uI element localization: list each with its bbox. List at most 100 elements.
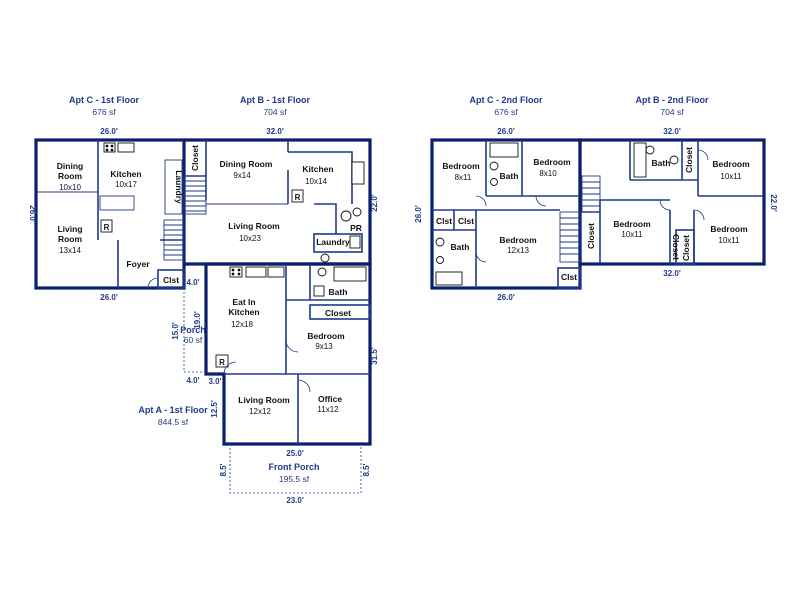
- apt-c-2nd-interior: [432, 140, 601, 289]
- a-closet-box: [309, 304, 371, 320]
- b2-closet-4-label: Closet: [681, 235, 691, 261]
- b2-bedroom-1-label: Bedroom: [712, 159, 750, 169]
- c2-stairs: [559, 211, 581, 263]
- c2-closet-3-label: Clst: [561, 272, 577, 282]
- c1-stove-icon: [103, 142, 116, 153]
- c2-closet-2-label: Clst: [458, 216, 474, 226]
- b1-kitchen-size: 10x14: [305, 177, 327, 186]
- c2-upper-stairs: [581, 175, 601, 213]
- dim-b2-right: 22.0': [769, 194, 778, 212]
- b1-pr-sink-icon: [340, 210, 352, 222]
- b1-closet-label: Closet: [190, 145, 200, 171]
- b2-bed3-door: [693, 209, 705, 221]
- a-stove-icon: [229, 266, 243, 278]
- apt-b-1st-interior: R: [183, 140, 365, 263]
- a-office-label: Office: [318, 394, 342, 404]
- apt-b-1st-floor-title: Apt B - 1st Floor: [240, 95, 310, 105]
- dim-a-right: 31.5': [370, 347, 379, 365]
- c1-island: [99, 195, 135, 211]
- dim-porch-inner: 19.0': [193, 311, 202, 329]
- unit-labels: Apt C - 1st Floor 676 sf Apt B - 1st Flo…: [69, 95, 709, 484]
- apt-a-1st-floor-area: 844.5 sf: [158, 417, 189, 427]
- c1-living-room-size: 13x14: [59, 246, 81, 255]
- c2-bath-2-label: Bath: [451, 242, 470, 252]
- b2-bedroom-2-label: Bedroom: [613, 219, 651, 229]
- a-bedroom-label: Bedroom: [307, 331, 345, 341]
- c2-closet-1-label: Clst: [436, 216, 452, 226]
- c2-bedroom-2-size: 8x10: [539, 169, 557, 178]
- b1-dryer-icon: [320, 253, 330, 263]
- b1-dining-room-label: Dining Room: [220, 159, 273, 169]
- a-eat-in-kitchen-size: 12x18: [231, 320, 253, 329]
- dim-c1-left: 26.0': [28, 205, 37, 223]
- b2-bedroom-3-label: Bedroom: [710, 224, 748, 234]
- c2-bed1-door: [475, 195, 487, 207]
- a-office-size: 11x12: [317, 405, 339, 414]
- apt-b-1st-floor-area: 704 sf: [263, 107, 287, 117]
- dim-fp-right: 8.5': [362, 463, 371, 476]
- b1-living-room-label: Living Room: [228, 221, 280, 231]
- first-floor-walls: [34, 138, 372, 494]
- c1-entry-door: [147, 277, 159, 289]
- side-porch-outline: [183, 288, 206, 373]
- a-sink-icon: [245, 266, 267, 278]
- b1-laundry-box: [313, 233, 363, 253]
- a-bedroom-size: 9x13: [315, 342, 333, 351]
- dim-c1-top: 26.0': [100, 127, 118, 136]
- c2-bath-1-label: Bath: [500, 171, 519, 181]
- c1-kitchen-size: 10x17: [115, 180, 137, 189]
- apt-c-1st-interior: R: [36, 140, 185, 289]
- c2-bedroom-1-size: 8x11: [455, 173, 472, 182]
- dim-b1-right: 22.0': [370, 194, 379, 212]
- b2-closet-3-label: Closet: [671, 234, 681, 260]
- c1-refrigerator-icon: [100, 219, 113, 233]
- side-porch-area: 60 sf: [184, 335, 203, 345]
- a-bedroom-door: [285, 339, 299, 353]
- c1-dining-room-size: 10x10: [59, 183, 81, 192]
- c1-closet-label: Clst: [163, 275, 179, 285]
- b2-tub-icon: [633, 142, 647, 178]
- dim-fp-left: 8.5': [219, 463, 228, 476]
- c1-laundry-box: [164, 159, 183, 215]
- c2-bedroom-2-label: Bedroom: [533, 157, 571, 167]
- c2-bath2-door: [475, 251, 487, 263]
- b1-dining-room-size: 9x14: [233, 171, 251, 180]
- b2-bed2-door: [659, 199, 671, 211]
- b2-bedroom-2-size: 10x11: [621, 230, 643, 239]
- c2-bath2-tub-icon: [435, 271, 463, 286]
- apt-c-2nd-floor-area: 676 sf: [494, 107, 518, 117]
- dim-c1-bottom: 26.0': [100, 293, 118, 302]
- c2-tub-icon: [489, 142, 519, 158]
- b1-stairs: [183, 175, 207, 215]
- dim-c2-bottom: 26.0': [497, 293, 515, 302]
- b2-closet-1-label: Closet: [684, 147, 694, 173]
- dim-fp-bottom: 23.0': [286, 496, 304, 505]
- c1-foyer-label: Foyer: [126, 259, 150, 269]
- dim-b2-top: 32.0': [663, 127, 681, 136]
- b2-closet-2-label: Closet: [586, 223, 596, 249]
- c2-toilet-icon: [490, 178, 498, 186]
- dim-a-step: 3.0': [208, 377, 221, 386]
- apt-c-1st-floor-title: Apt C - 1st Floor: [69, 95, 139, 105]
- front-porch-area: 195.5 sf: [279, 474, 310, 484]
- dimension-labels: 26.0' 26.0' 26.0' 32.0' 22.0' 4.0' 15.0'…: [28, 127, 778, 505]
- a-tub-icon: [333, 266, 367, 282]
- c1-stairs: [163, 219, 185, 261]
- c1-closet-box: [157, 269, 185, 289]
- c2-sink-icon: [489, 161, 499, 171]
- b2-bed1-door: [697, 149, 709, 161]
- c2-closet3-box: [557, 267, 581, 289]
- dim-a-left: 12.5': [210, 400, 219, 418]
- a-refrigerator-icon: [215, 354, 229, 368]
- c1-laundry-label: Laundry: [174, 170, 184, 204]
- b1-pr-toilet-icon: [352, 207, 362, 217]
- a-office-door: [297, 379, 311, 393]
- a-toilet-icon: [313, 285, 325, 297]
- b1-stove-icon: [351, 161, 365, 185]
- a-bath-sink-icon: [317, 267, 327, 277]
- front-porch-title: Front Porch: [269, 462, 320, 472]
- c1-kitchen-label: Kitchen: [110, 169, 141, 179]
